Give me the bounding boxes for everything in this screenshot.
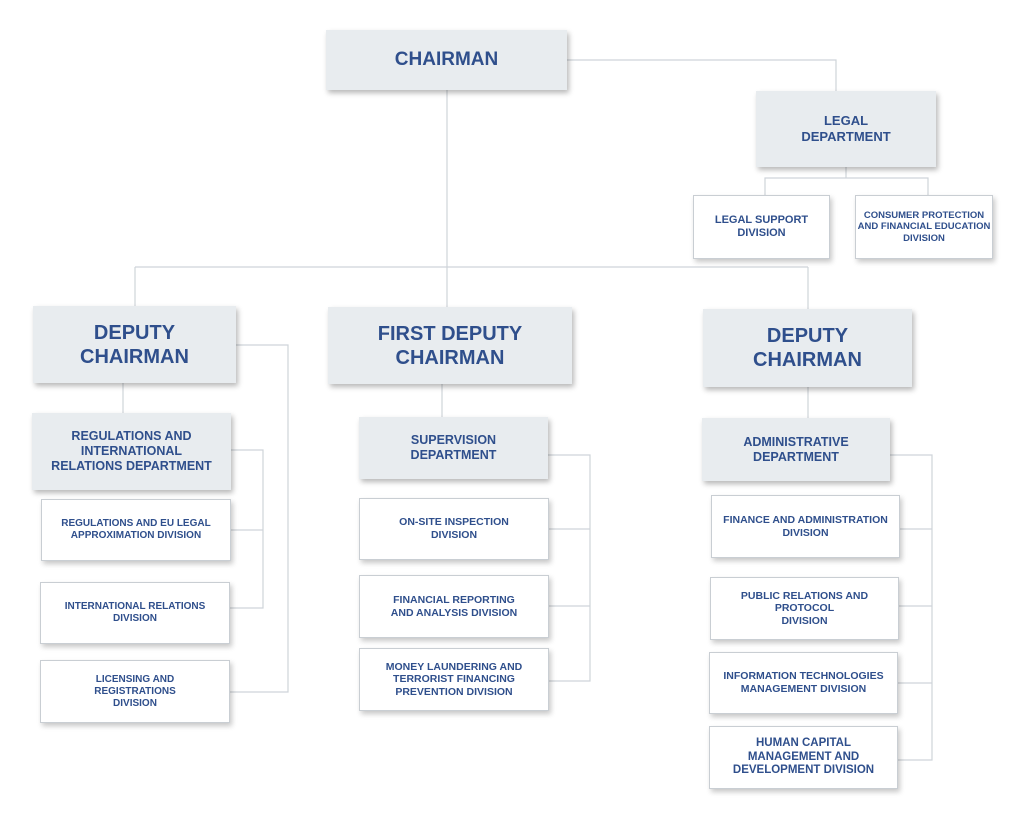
consumer-protection-division-box: CONSUMER PROTECTION AND FINANCIAL EDUCAT… — [855, 195, 993, 259]
administrative-department-box: ADMINISTRATIVE DEPARTMENT — [702, 418, 890, 481]
deputy-chairman-right-box: DEPUTY CHAIRMAN — [703, 309, 912, 387]
financial-reporting-division-box: FINANCIAL REPORTING AND ANALYSIS DIVISIO… — [359, 575, 549, 638]
international-relations-division-box: INTERNATIONAL RELATIONS DIVISION — [40, 582, 230, 644]
finance-administration-division-box: FINANCE AND ADMINISTRATION DIVISION — [711, 495, 900, 558]
public-relations-division-box: PUBLIC RELATIONS AND PROTOCOL DIVISION — [710, 577, 899, 640]
legal-support-division-box: LEGAL SUPPORT DIVISION — [693, 195, 830, 259]
information-technologies-division-box: INFORMATION TECHNOLOGIES MANAGEMENT DIVI… — [709, 652, 898, 714]
deputy-chairman-left-box: DEPUTY CHAIRMAN — [33, 306, 236, 383]
legal-department-box: LEGAL DEPARTMENT — [756, 91, 936, 167]
money-laundering-division-box: MONEY LAUNDERING AND TERRORIST FINANCING… — [359, 648, 549, 711]
licensing-division-box: LICENSING AND REGISTRATIONS DIVISION — [40, 660, 230, 723]
first-deputy-chairman-box: FIRST DEPUTY CHAIRMAN — [328, 307, 572, 384]
on-site-inspection-division-box: ON-SITE INSPECTION DIVISION — [359, 498, 549, 560]
regulations-eu-division-box: REGULATIONS AND EU LEGAL APPROXIMATION D… — [41, 499, 231, 561]
chairman-box: CHAIRMAN — [326, 30, 567, 90]
regulations-department-box: REGULATIONS AND INTERNATIONAL RELATIONS … — [32, 413, 231, 490]
supervision-department-box: SUPERVISION DEPARTMENT — [359, 417, 548, 479]
human-capital-division-box: HUMAN CAPITAL MANAGEMENT AND DEVELOPMENT… — [709, 726, 898, 789]
